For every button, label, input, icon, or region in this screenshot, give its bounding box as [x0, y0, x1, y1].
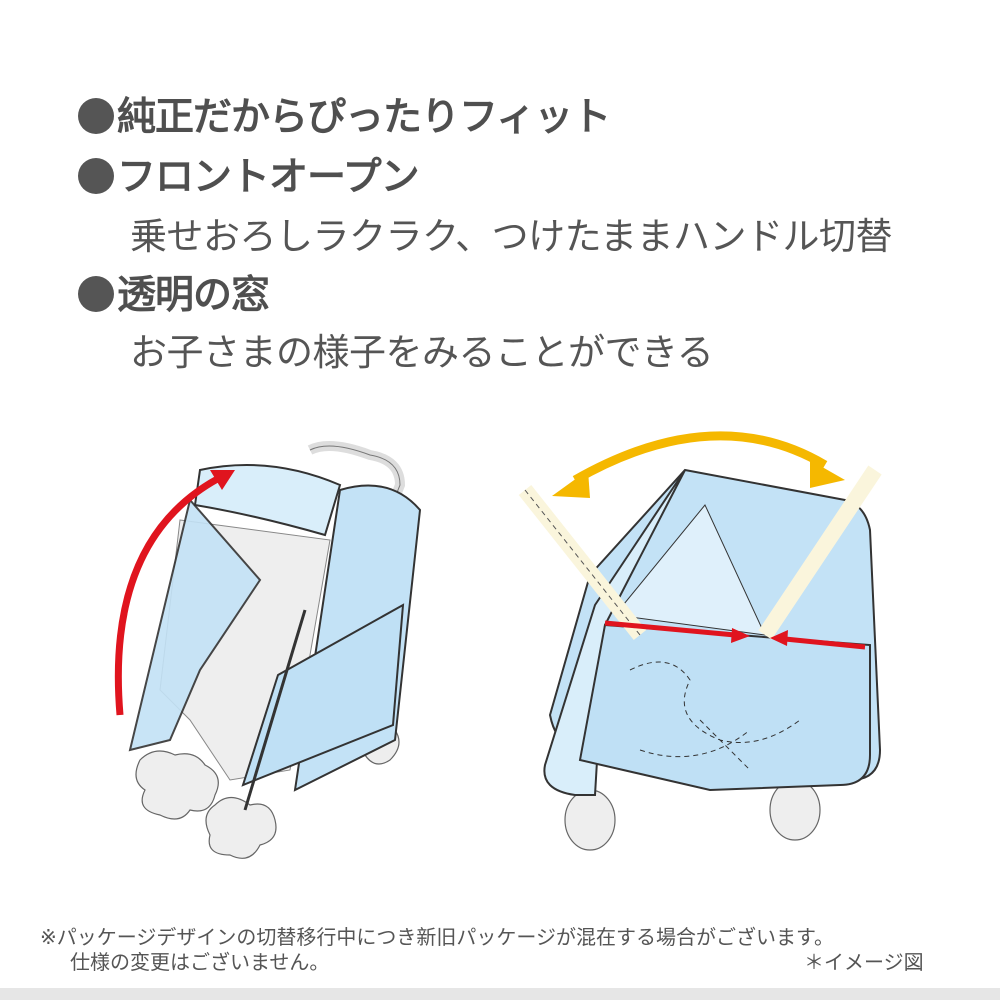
feature-1: 純正だからぴったりフィット	[78, 95, 611, 140]
feature-3-title: 透明の窓	[117, 273, 270, 318]
image-note: ＊イメージ図	[804, 950, 924, 974]
package-note: ※パッケージデザインの切替移行中につき新旧パッケージが混在する場合がございます。	[40, 925, 834, 949]
bullet-icon	[78, 158, 114, 194]
feature-2-title: フロントオープン	[117, 155, 420, 200]
feature-3: 透明の窓	[78, 273, 270, 318]
stroller-front-open-illustration	[114, 441, 422, 859]
feature-2-description: 乗せおろしラクラク、つけたままハンドル切替	[130, 215, 893, 258]
feature-1-title: 純正だからぴったりフィット	[117, 95, 611, 140]
bottom-bar	[0, 988, 1000, 1000]
feature-3-description: お子さまの様子をみることができる	[130, 331, 714, 374]
bullet-icon	[78, 98, 114, 134]
bullet-icon	[78, 276, 114, 312]
stroller-handle-switch-illustration	[518, 431, 882, 851]
feature-2: フロントオープン	[78, 155, 420, 200]
spec-note: 仕様の変更はございません。	[70, 950, 330, 974]
